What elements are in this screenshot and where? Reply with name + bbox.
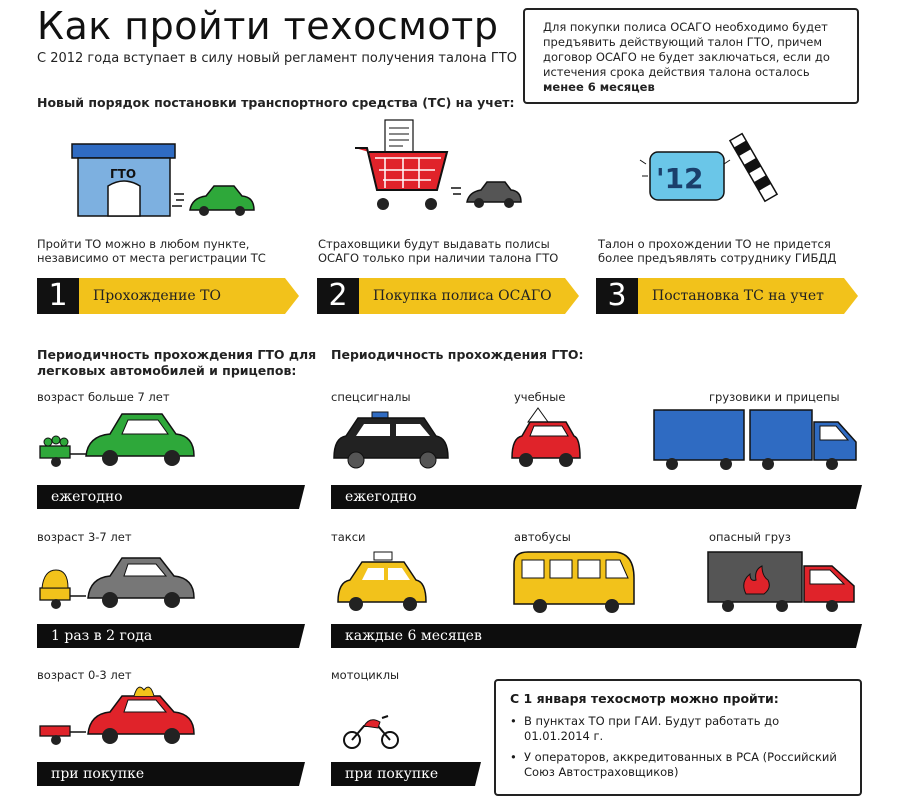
step-1-band: 1 Прохождение ТО <box>37 278 299 314</box>
red-training-car-illustration <box>511 407 581 467</box>
step-3-label: Постановка ТС на учет <box>652 288 824 304</box>
trucks-label: грузовики и прицепы <box>709 390 840 404</box>
age-over-7-band-text: ежегодно <box>51 489 123 505</box>
age-0-3-band-text: при покупке <box>51 766 145 782</box>
step-2-number: 2 <box>317 278 359 314</box>
step-1-description: Пройти ТО можно в любом пункте, независи… <box>37 237 266 265</box>
step-3-number: 3 <box>596 278 638 314</box>
blue-truck-illustration <box>653 409 857 470</box>
green-car-with-trailer-illustration <box>39 413 195 467</box>
step-3-band: 3 Постановка ТС на учет <box>596 278 858 314</box>
training-label: учебные <box>514 390 566 404</box>
page-subtitle: С 2012 года вступает в силу новый реглам… <box>37 51 517 66</box>
step-2-label: Покупка полиса ОСАГО <box>373 288 552 304</box>
grey-car-with-trailer-illustration <box>39 557 195 609</box>
osago-note-bold: менее 6 месяцев <box>543 80 655 94</box>
motorcycles-band-text: при покупке <box>345 766 439 782</box>
taxi-label: такси <box>331 530 366 544</box>
motorcycles-label: мотоциклы <box>331 668 400 682</box>
gto-sign-text: ГТО <box>110 167 136 181</box>
red-car-with-trailer-illustration <box>39 686 195 745</box>
step-1-number: 1 <box>37 278 79 314</box>
yellow-taxi-illustration <box>337 551 427 611</box>
step-1-label: Прохождение ТО <box>93 288 221 304</box>
osago-note-box: Для покупки полиса ОСАГО необходимо буде… <box>523 8 859 104</box>
step-3-description: Талон о прохождении ТО не придется более… <box>598 237 837 265</box>
step-2-description: Страховщики будут выдавать полисы ОСАГО … <box>318 237 559 265</box>
special-signals-label: спецсигналы <box>331 390 411 404</box>
step-2-band: 2 Покупка полиса ОСАГО <box>317 278 579 314</box>
ticket-year-text: '12 <box>656 162 704 195</box>
special-band: ежегодно <box>331 485 862 509</box>
inspection-options-heading: С 1 января техосмотр можно пройти: <box>510 691 779 706</box>
inspection-ticket-illustration: '12 <box>639 132 779 203</box>
shopping-cart-illustration <box>355 119 522 210</box>
taxi-band-text: каждые 6 месяцев <box>345 628 482 644</box>
age-over-7-label: возраст больше 7 лет <box>37 390 170 404</box>
buses-label: автобусы <box>514 530 571 544</box>
age-0-3-band: при покупке <box>37 762 305 786</box>
dangerous-cargo-label: опасный груз <box>709 530 791 544</box>
inspection-option-item: У операторов, аккредитованных в РСА (Рос… <box>510 750 848 780</box>
procedure-heading: Новый порядок постановки транспортного с… <box>37 95 515 110</box>
motorcycle-illustration <box>343 715 399 749</box>
yellow-bus-illustration <box>513 551 635 613</box>
step-2-bar <box>359 278 579 314</box>
age-3-7-band: 1 раз в 2 года <box>37 624 305 648</box>
page-title: Как пройти техосмотр <box>37 4 499 48</box>
special-band-text: ежегодно <box>345 489 417 505</box>
black-special-car-illustration <box>333 411 449 469</box>
step-1-bar <box>79 278 299 314</box>
osago-note-text: Для покупки полиса ОСАГО необходимо буде… <box>543 20 830 79</box>
step-3-bar <box>638 278 858 314</box>
dangerous-cargo-truck-illustration <box>707 551 855 612</box>
age-0-3-label: возраст 0-3 лет <box>37 668 132 682</box>
taxi-band: каждые 6 месяцев <box>331 624 862 648</box>
gto-building-illustration: ГТО <box>71 143 255 217</box>
inspection-option-item: В пунктах ТО при ГАИ. Будут работать до … <box>510 714 848 744</box>
motorcycles-band: при покупке <box>331 762 481 786</box>
age-3-7-band-text: 1 раз в 2 года <box>51 628 153 644</box>
age-3-7-label: возраст 3-7 лет <box>37 530 132 544</box>
periodicity-right-heading: Периодичность прохождения ГТО: <box>331 347 584 362</box>
age-over-7-band: ежегодно <box>37 485 305 509</box>
periodicity-left-heading: Периодичность прохождения ГТО для легков… <box>37 347 317 378</box>
inspection-options-box: С 1 января техосмотр можно пройти: В пун… <box>494 679 862 796</box>
